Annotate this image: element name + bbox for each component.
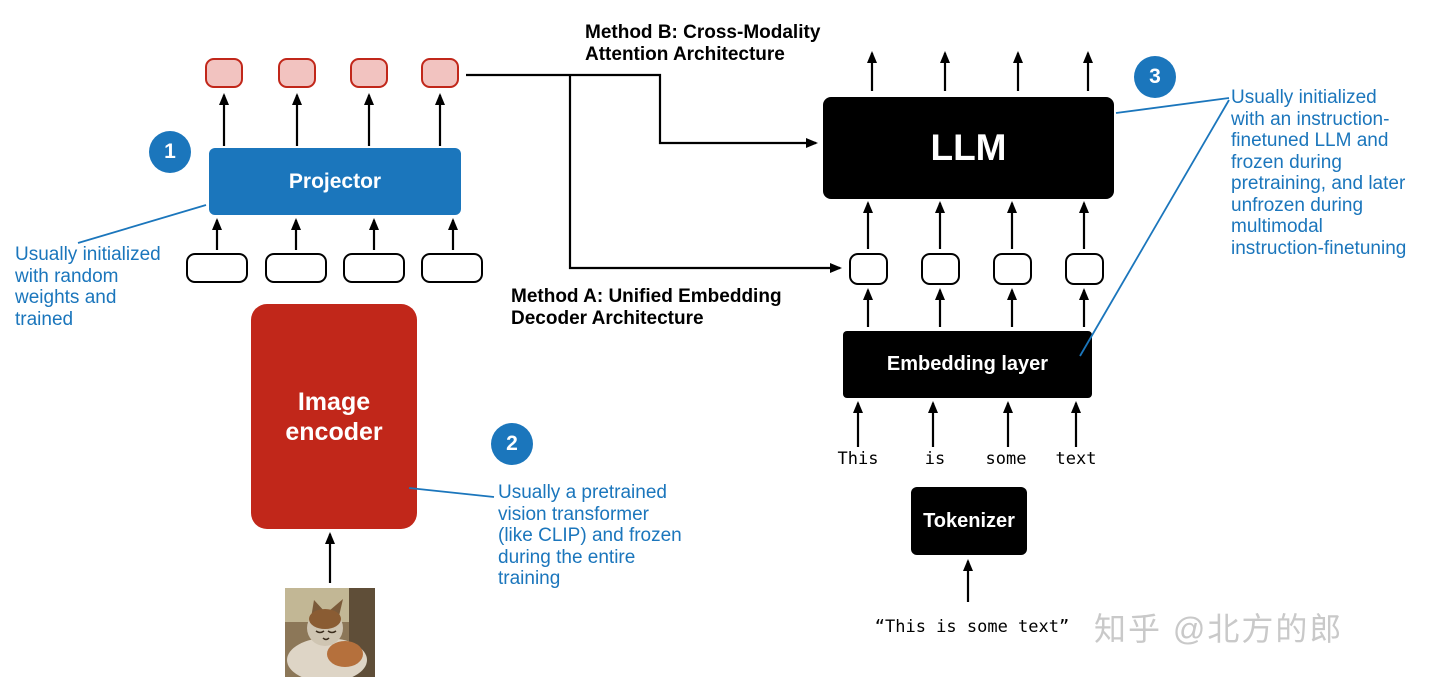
text-embedding-box: [849, 253, 888, 285]
text-embedding-box: [921, 253, 960, 285]
projector-box: Projector: [209, 148, 461, 215]
token-word: some: [985, 449, 1027, 469]
callout-1-line: [77, 204, 207, 244]
embedding-layer-box: Embedding layer: [843, 331, 1092, 398]
method-b-connector: [466, 73, 818, 148]
callout-2-text: Usually a pretrained vision transformer …: [498, 482, 682, 589]
text-embedding-box: [993, 253, 1032, 285]
callout-2-line: [408, 487, 495, 498]
watermark: 知乎 @北方的郎: [1094, 611, 1344, 647]
token-word: text: [1055, 449, 1097, 469]
callout-1-badge: 1: [149, 131, 191, 173]
callout-2-badge: 2: [491, 423, 533, 465]
callout-3-line-llm: [1115, 97, 1230, 114]
token-word: This: [837, 449, 879, 469]
patch-embedding-box: [265, 253, 327, 283]
tokenizer-box: Tokenizer: [911, 487, 1027, 555]
callout-1-text: Usually initialized with random weights …: [15, 244, 161, 330]
image-token-box: [421, 58, 459, 88]
image-encoder-box: Image encoder: [251, 304, 417, 529]
method-a-title: Method A: Unified Embedding Decoder Arch…: [511, 286, 782, 329]
patch-embedding-box: [343, 253, 405, 283]
patch-embedding-box: [186, 253, 248, 283]
method-lines: [466, 73, 842, 273]
callout-3-text: Usually initialized with an instruction-…: [1231, 87, 1407, 259]
image-token-box: [205, 58, 243, 88]
method-b-title: Method B: Cross-Modality Attention Archi…: [585, 22, 821, 65]
llm-box: LLM: [823, 97, 1114, 199]
image-token-box: [278, 58, 316, 88]
token-word: is: [924, 449, 946, 469]
cat-image: [285, 588, 375, 682]
method-a-connector: [568, 75, 842, 273]
image-token-box: [350, 58, 388, 88]
text-embedding-box: [1065, 253, 1104, 285]
callout-3-badge: 3: [1134, 56, 1176, 98]
patch-embedding-box: [421, 253, 483, 283]
input-sentence: “This is some text”: [874, 617, 1070, 637]
